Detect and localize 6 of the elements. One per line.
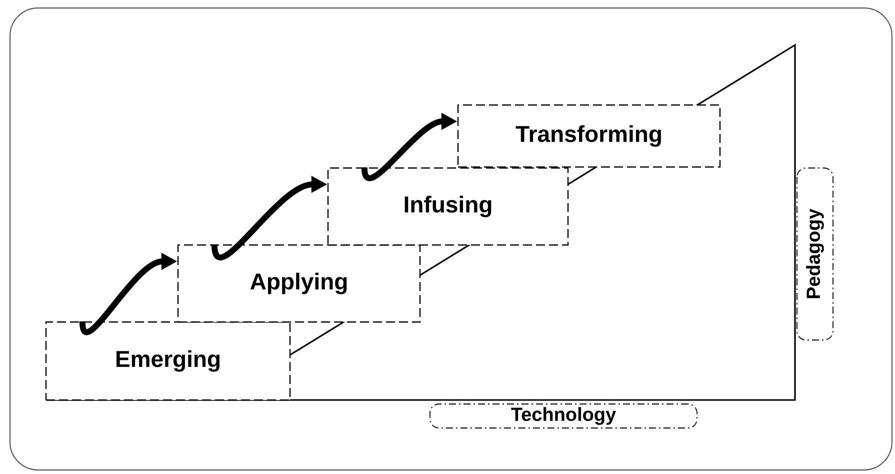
stage-box: Infusing xyxy=(327,167,569,246)
axis-label: Pedagogy xyxy=(796,168,834,340)
stage-box: Emerging xyxy=(45,321,291,401)
stage-box: Applying xyxy=(177,244,421,323)
axis-label: Technology xyxy=(430,404,698,428)
stage-box: Transforming xyxy=(457,104,721,168)
